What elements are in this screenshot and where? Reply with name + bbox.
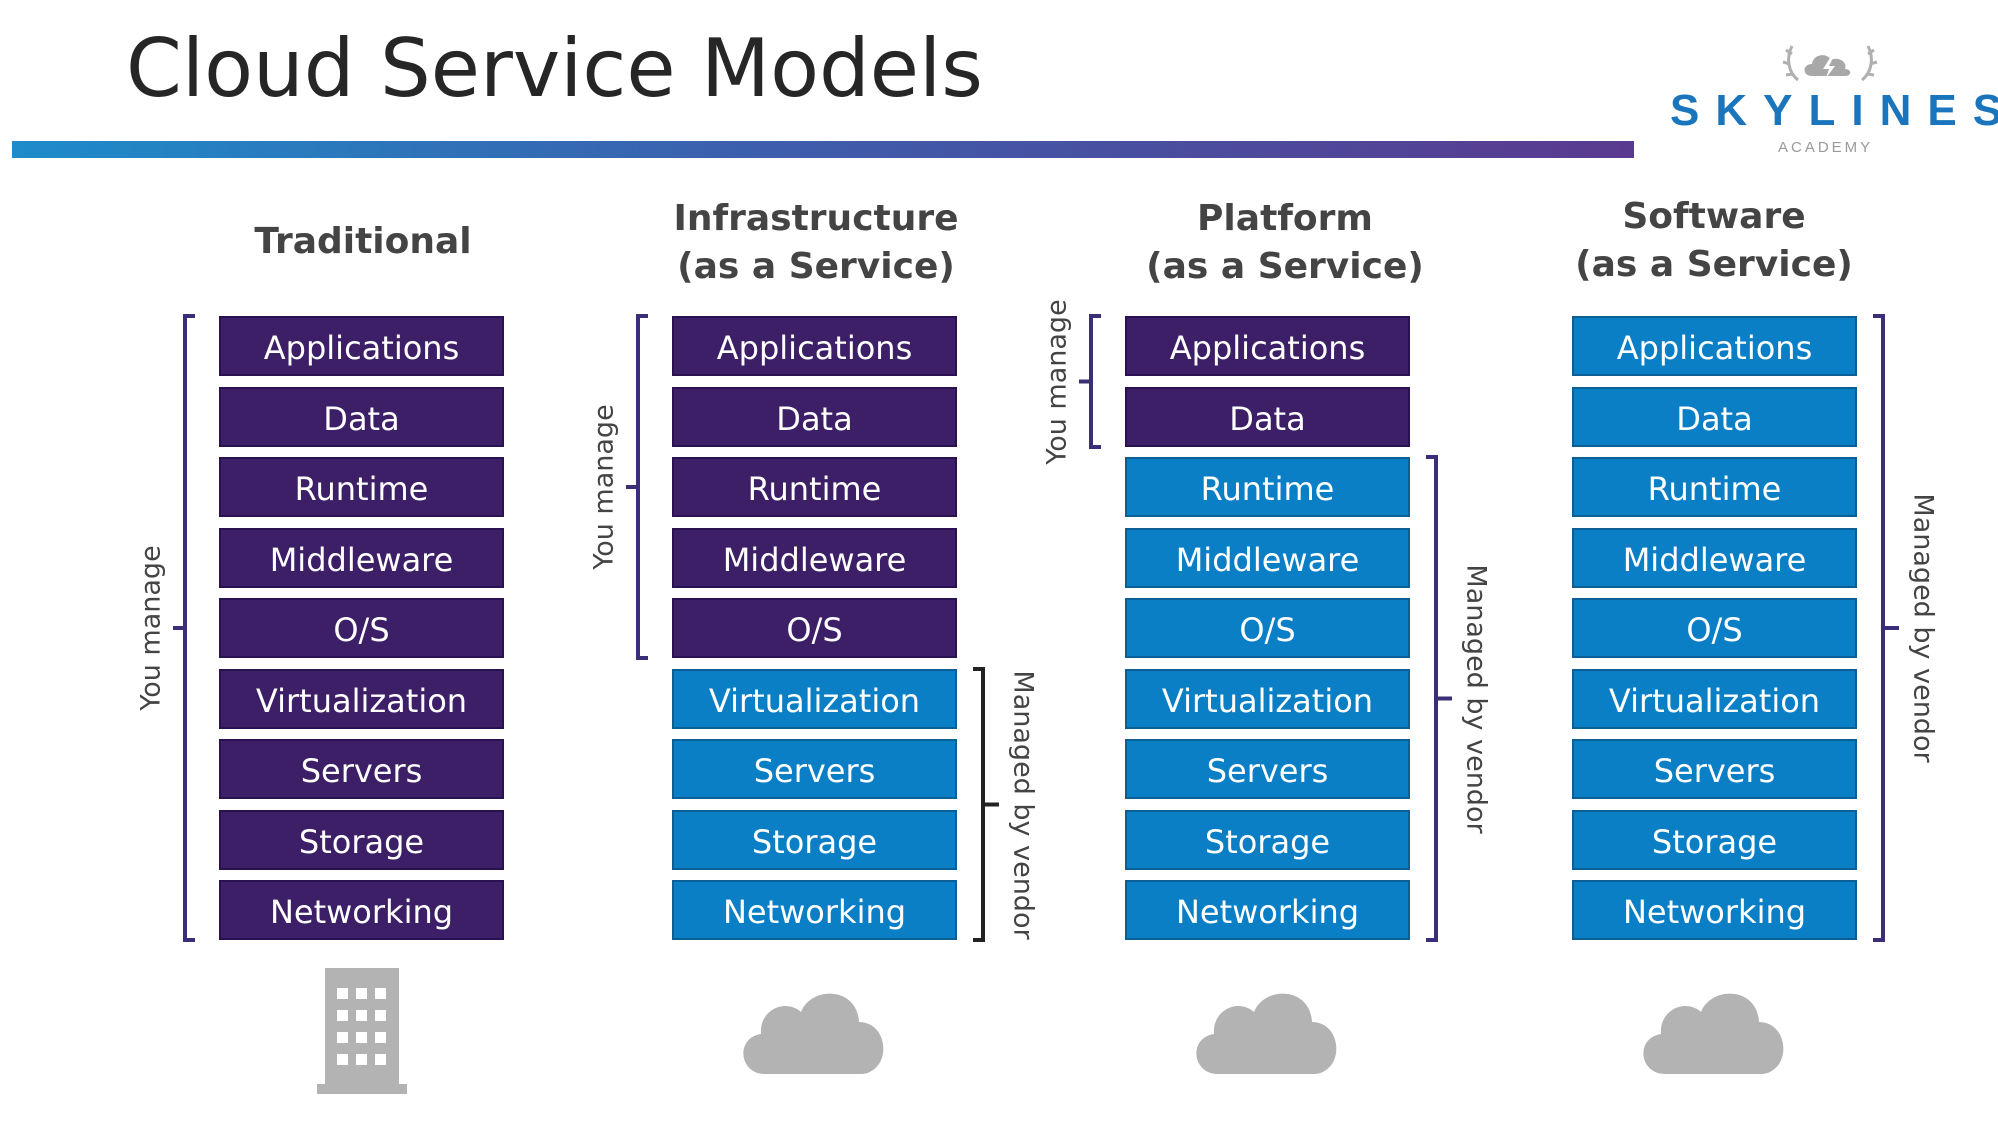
layer-box-data: Data: [672, 387, 957, 447]
column-heading-line1: Platform: [1197, 198, 1373, 239]
layer-box-applications: Applications: [1572, 316, 1857, 376]
layer-box-o-s: O/S: [672, 598, 957, 658]
column-heading-software: Software (as a Service): [1494, 193, 1934, 289]
layer-box-storage: Storage: [219, 810, 504, 870]
logo-wordmark: SKYLINES: [1670, 86, 1998, 135]
layer-box-o-s: O/S: [1572, 598, 1857, 658]
layer-box-servers: Servers: [1572, 739, 1857, 799]
building-icon: [316, 968, 407, 1094]
column-heading-line2: (as a Service): [1575, 244, 1853, 285]
layer-box-applications: Applications: [1125, 316, 1410, 376]
cloud-icon: [742, 993, 883, 1074]
layer-box-networking: Networking: [672, 880, 957, 940]
layer-box-middleware: Middleware: [672, 528, 957, 588]
layer-box-data: Data: [1125, 387, 1410, 447]
layer-box-data: Data: [219, 387, 504, 447]
layer-box-middleware: Middleware: [1125, 528, 1410, 588]
you-manage-bracket: [626, 314, 648, 660]
cloud-icon: [1195, 993, 1336, 1074]
layer-box-applications: Applications: [219, 316, 504, 376]
layer-box-networking: Networking: [1125, 880, 1410, 940]
layer-box-middleware: Middleware: [1572, 528, 1857, 588]
layer-box-o-s: O/S: [1125, 598, 1410, 658]
layer-box-virtualization: Virtualization: [672, 669, 957, 729]
layer-box-data: Data: [1572, 387, 1857, 447]
you-manage-label: You manage: [588, 404, 620, 570]
column-heading-infrastructure: Infrastructure (as a Service): [596, 195, 1036, 291]
layer-box-servers: Servers: [672, 739, 957, 799]
managed-by-vendor-label: Managed by vendor: [1907, 493, 1939, 763]
layer-box-runtime: Runtime: [1572, 457, 1857, 517]
layer-box-runtime: Runtime: [672, 457, 957, 517]
layer-box-runtime: Runtime: [219, 457, 504, 517]
layer-box-storage: Storage: [1125, 810, 1410, 870]
managed-by-vendor-bracket: [1873, 314, 1899, 942]
cloud-icon: [1642, 993, 1783, 1074]
layer-box-storage: Storage: [1572, 810, 1857, 870]
column-heading-line1: Traditional: [254, 221, 472, 262]
column-heading-line2: (as a Service): [1146, 246, 1424, 287]
layer-box-middleware: Middleware: [219, 528, 504, 588]
managed-by-vendor-bracket: [973, 667, 999, 942]
column-heading-line2: (as a Service): [677, 246, 955, 287]
layer-box-servers: Servers: [1125, 739, 1410, 799]
column-heading-traditional: Traditional: [143, 218, 583, 266]
you-manage-bracket: [173, 314, 195, 942]
logo-subtitle: ACADEMY: [1778, 139, 1874, 156]
you-manage-bracket: [1079, 314, 1101, 449]
layer-box-o-s: O/S: [219, 598, 504, 658]
you-manage-label: You manage: [135, 545, 167, 711]
layer-box-virtualization: Virtualization: [1572, 669, 1857, 729]
managed-by-vendor-label: Managed by vendor: [1007, 669, 1039, 940]
layer-box-storage: Storage: [672, 810, 957, 870]
managed-by-vendor-bracket: [1426, 455, 1452, 942]
layer-box-servers: Servers: [219, 739, 504, 799]
managed-by-vendor-label: Managed by vendor: [1460, 563, 1492, 834]
page-title: Cloud Service Models: [126, 22, 983, 115]
layer-box-virtualization: Virtualization: [1125, 669, 1410, 729]
column-heading-platform: Platform (as a Service): [1065, 195, 1505, 291]
lightning-cloud-laurel-icon: [1782, 45, 1878, 82]
layer-box-networking: Networking: [1572, 880, 1857, 940]
title-underline-bar: [12, 141, 1634, 158]
skylines-academy-logo: SKYLINES ACADEMY: [1660, 36, 1998, 166]
you-manage-label: You manage: [1041, 298, 1073, 465]
layer-box-virtualization: Virtualization: [219, 669, 504, 729]
layer-box-networking: Networking: [219, 880, 504, 940]
layer-box-runtime: Runtime: [1125, 457, 1410, 517]
column-heading-line1: Infrastructure: [673, 198, 959, 239]
column-heading-line1: Software: [1622, 196, 1806, 237]
layer-box-applications: Applications: [672, 316, 957, 376]
